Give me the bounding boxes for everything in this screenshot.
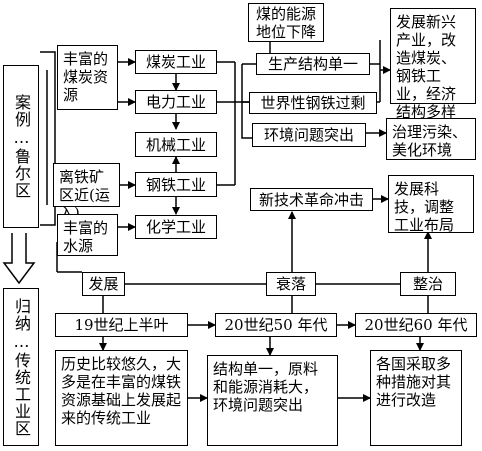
- description-1-box: 历史比较悠久，大多是在丰富的煤铁资源基础上发展起来的传统工业: [55, 350, 188, 446]
- stage-rectify-box: 整治: [400, 272, 456, 296]
- cause-energy-box: 煤的能源地位下降: [248, 3, 324, 42]
- industry-steel-box: 钢铁工业: [135, 172, 217, 197]
- period-3-box: 20世纪60 年代: [355, 313, 477, 337]
- case-box: 案例…鲁尔区: [3, 65, 39, 228]
- industry-machinery-box: 机械工业: [135, 132, 217, 157]
- period-1-box: 19世纪上半叶: [55, 313, 188, 337]
- summary-box: 归纳…传统工业区: [3, 288, 39, 446]
- resource-coal-box: 丰富的煤炭资源: [57, 45, 118, 110]
- industry-coal-box: 煤炭工业: [135, 50, 217, 74]
- resource-water-box: 丰富的水源: [57, 214, 118, 256]
- cause-steel-surplus-box: 世界性钢铁过剩: [249, 92, 377, 114]
- description-2-box: 结构单一，原料和能源消耗大，环境问题突出: [207, 355, 338, 446]
- measure-tech-box: 发展科技，调整工业布局: [388, 175, 474, 234]
- cause-single-structure-box: 生产结构单一: [256, 53, 370, 75]
- industry-power-box: 电力工业: [135, 90, 217, 114]
- stage-decline-box: 衰落: [266, 272, 316, 296]
- period-2-box: 20世纪50 年代: [215, 313, 337, 337]
- industry-chemical-box: 化学工业: [135, 215, 217, 239]
- description-3-box: 各国采取多种措施对其进行改造: [370, 350, 462, 446]
- stage-development-box: 发展: [82, 272, 125, 296]
- cause-environment-box: 环境问题突出: [252, 123, 366, 147]
- measure-pollution-box: 治理污染、美化环境: [386, 118, 476, 160]
- measure-industry-box: 发展新兴产业，改造煤炭、钢铁工业，经济结构多样化: [390, 8, 476, 139]
- cause-tech-box: 新技术革命冲击: [250, 188, 373, 211]
- resource-iron-box: 离铁矿区近(运入): [53, 163, 120, 222]
